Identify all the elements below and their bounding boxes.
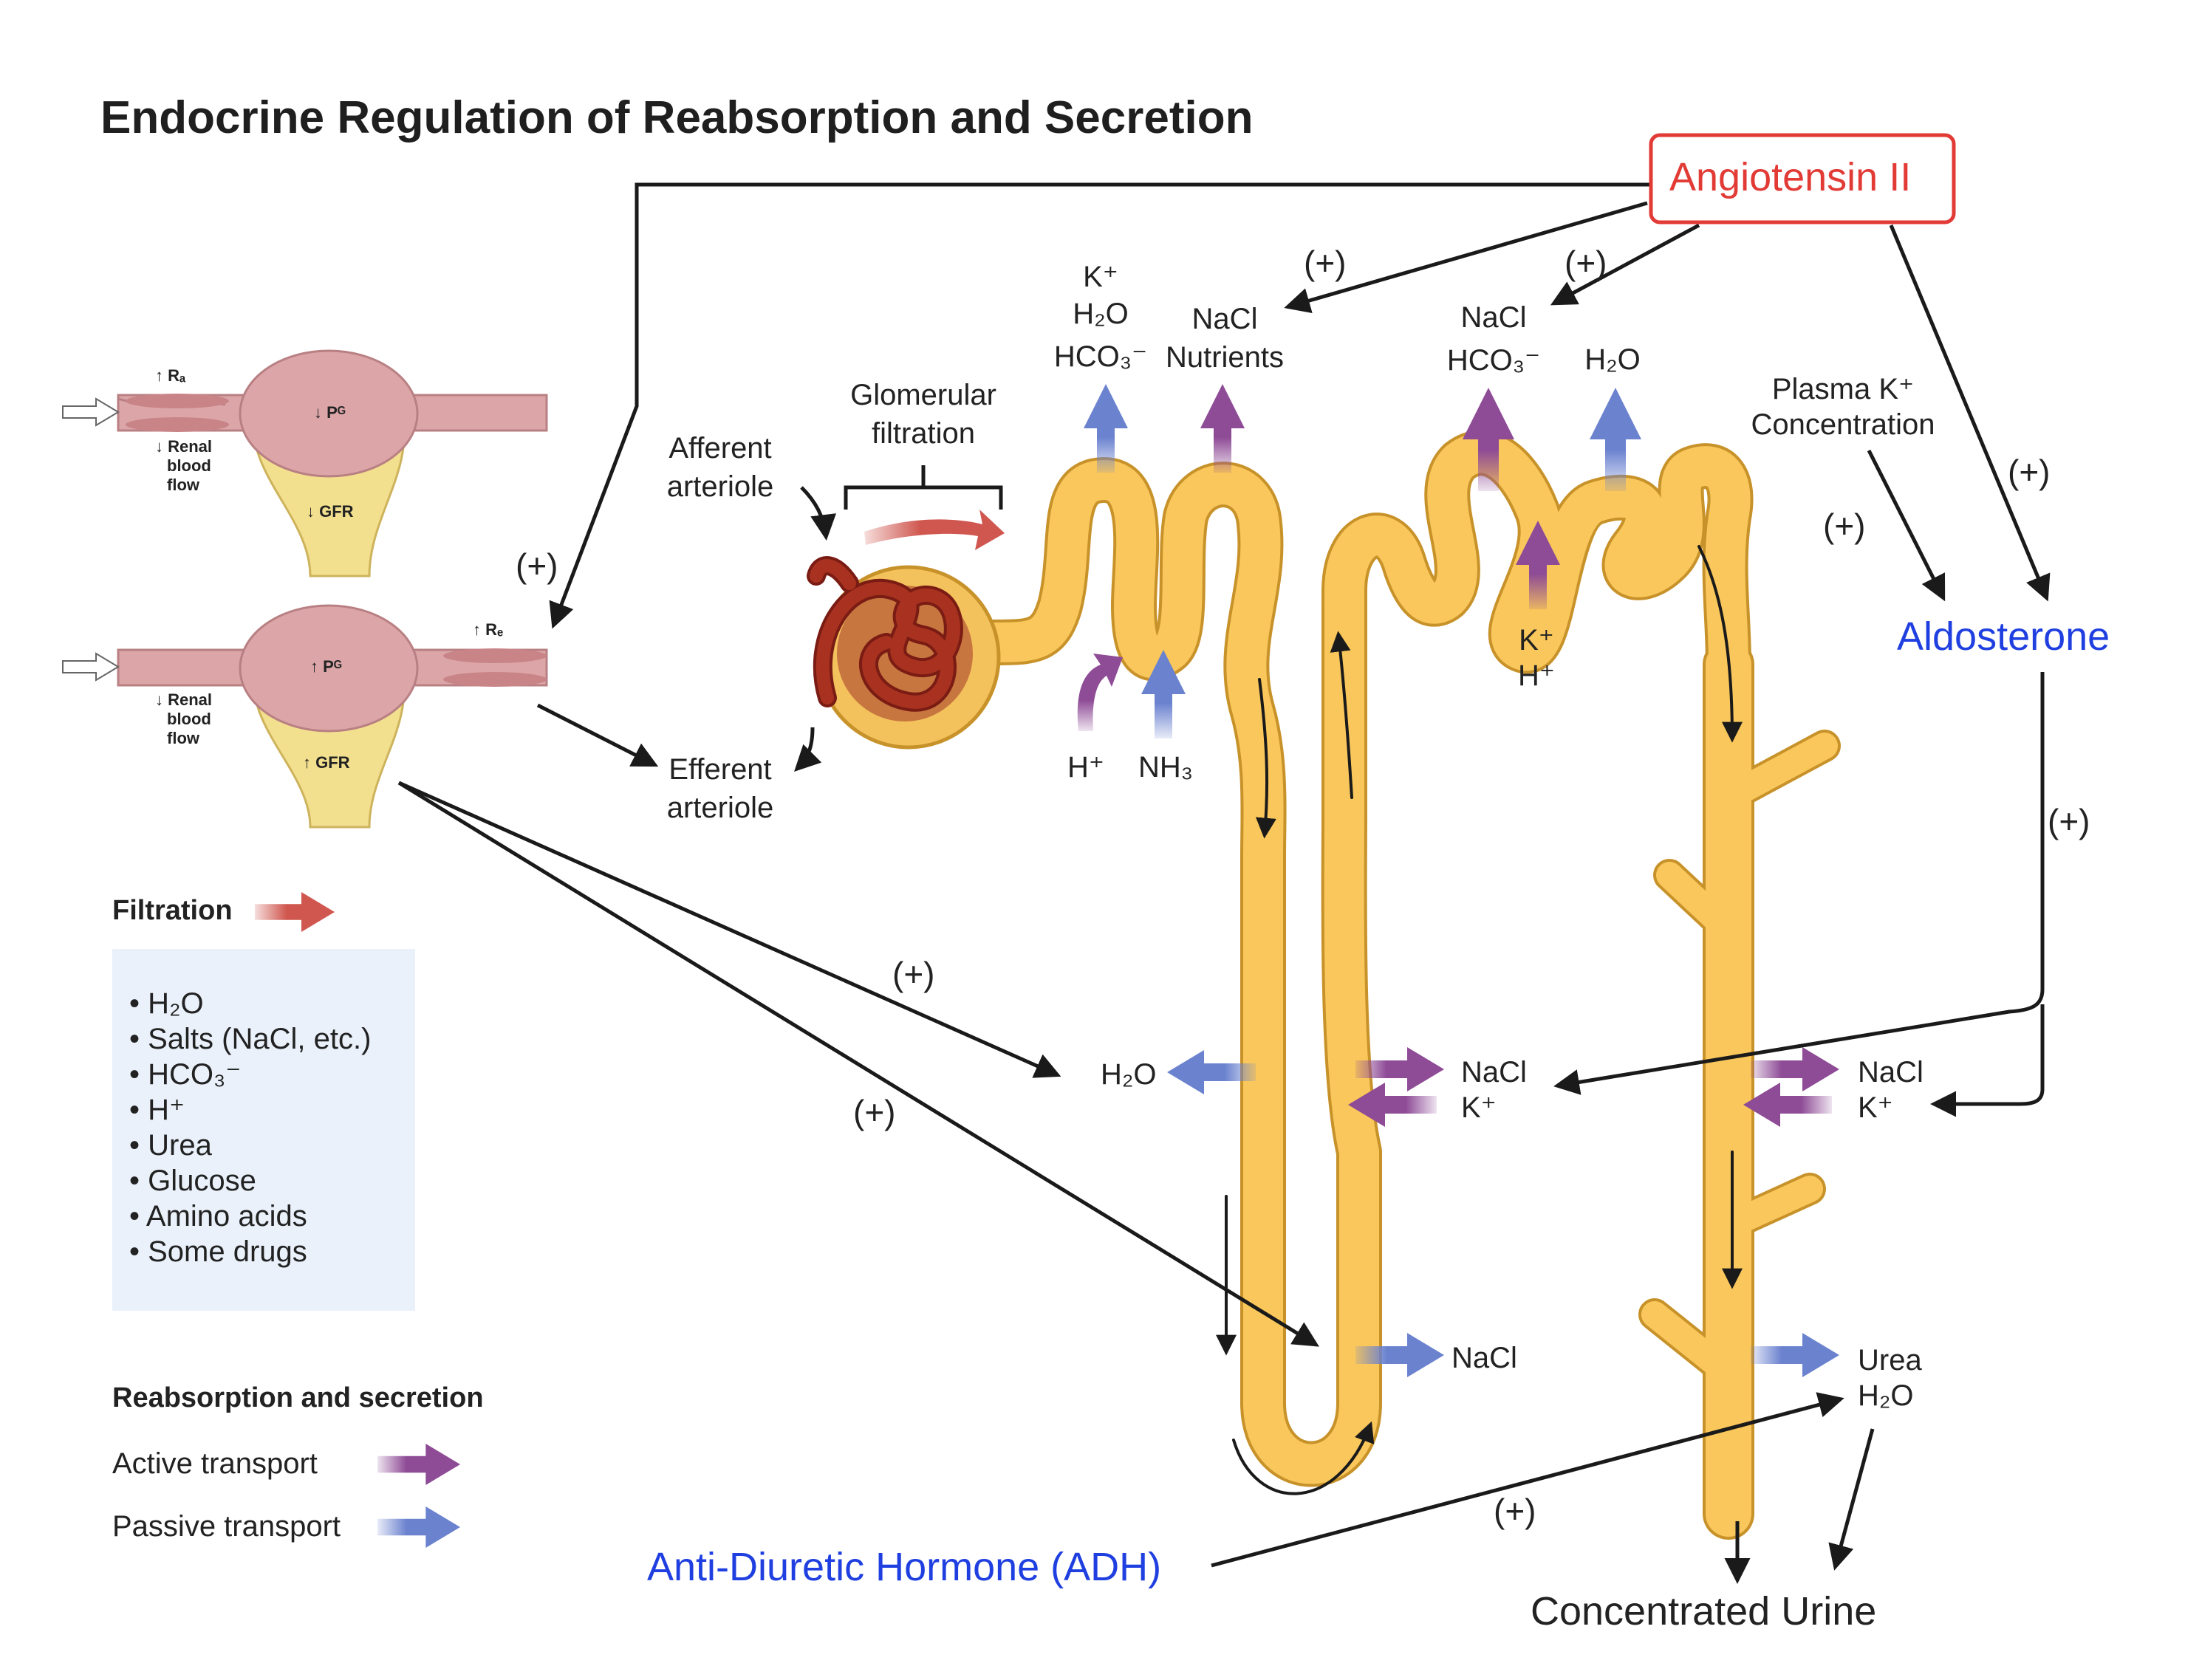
aldosterone-to-duct-line (1930, 1004, 2045, 1117)
angiotensin-to-pct-line (1284, 201, 1648, 314)
duct-to-urine-line (1828, 1428, 1875, 1571)
active-transport-legend-arrow (377, 1444, 460, 1485)
pg-label-bottom: ↑ Pᴳ (310, 657, 342, 676)
adh-to-duct-line (1211, 1392, 1844, 1568)
plus-sign: (+) (1823, 507, 1866, 545)
filtrate-item: • HCO₃⁻ (129, 1058, 241, 1091)
plus-sign: (+) (1565, 244, 1607, 282)
ra-label: ↑ Rₐ (155, 366, 186, 385)
renal-flow-label-bottom: ↓ Renal (155, 690, 212, 709)
passive-transport-label: Passive transport (112, 1510, 341, 1543)
plus-signs: (+) (+) (+) (+) (+) (+) (+) (+) (+) (516, 244, 2090, 1530)
aldosterone-label: Aldosterone (1897, 614, 2110, 659)
plasma-k-label: Plasma K⁺Concentration (1751, 373, 1935, 441)
gfr-to-loop-water-line (397, 781, 1061, 1078)
filtrate-item: • Salts (NaCl, etc.) (129, 1023, 371, 1055)
inflow-arrow-top (62, 397, 120, 427)
dct-water-arrow (1590, 388, 1641, 491)
efferent-connector-line (536, 703, 659, 767)
gfr-label-top: ↓ GFR (307, 502, 354, 521)
renal-flow-label-top-2: blood (167, 456, 211, 475)
plus-sign: (+) (1494, 1492, 1536, 1530)
filtration-legend-title: Filtration (112, 895, 233, 926)
plus-sign: (+) (892, 955, 935, 993)
angiotensin-label: Angiotensin II (1669, 155, 1911, 199)
renal-flow-label-bottom-3: flow (167, 729, 200, 747)
nh3-label: NH₃ (1138, 751, 1193, 784)
duct-urea-arrow (1751, 1333, 1839, 1377)
filtration-legend-arrow (255, 892, 335, 932)
concentrated-urine-label: Concentrated Urine (1531, 1589, 1876, 1633)
passive-transport-legend-arrow (377, 1506, 460, 1548)
nh3-arrow (1141, 650, 1186, 738)
regulation-lines (397, 182, 2051, 1584)
renal-flow-label-bottom-2: blood (167, 710, 211, 728)
glomerulus-panel-bottom: ↑ Rₑ ↑ Pᴳ ↓ Renal blood flow ↑ GFR (62, 604, 548, 829)
gfr-label-bottom: ↑ GFR (303, 753, 350, 772)
dct-reabsorption-arrow (1463, 388, 1514, 491)
renal-flow-label-top-3: flow (167, 476, 200, 494)
pct-reabsorption-arrow (1200, 384, 1245, 473)
nephron-tubule (967, 430, 1841, 1540)
filtrate-item: • Some drugs (129, 1235, 307, 1268)
angiotensin-to-dct-line (1550, 223, 1700, 306)
transport-arrows (1077, 384, 1839, 1377)
angiotensin-box: Angiotensin II (1649, 133, 1956, 224)
angiotensin-to-efferent-line (549, 182, 1651, 629)
plus-sign: (+) (1304, 244, 1347, 282)
dct-secretion-arrow (1516, 521, 1560, 609)
afferent-pointer (800, 486, 837, 541)
filtrate-box (112, 949, 415, 1311)
renal-flow-label-top: ↓ Renal (155, 437, 212, 456)
pg-label-top: ↓ Pᴳ (314, 403, 346, 422)
glomerulus-capsule-top (239, 349, 419, 478)
duct-nacl-out-arrow (1751, 1047, 1839, 1091)
filtrate-item: • Urea (129, 1129, 213, 1162)
dct-water-label: H₂O (1584, 343, 1641, 376)
gfr-to-thin-nacl-line (397, 781, 1319, 1347)
dct-secreted-label: K⁺H⁺ (1518, 624, 1555, 692)
angiotensin-to-aldosterone-line (1889, 224, 2051, 602)
efferent-pointer (794, 727, 822, 772)
reabsorption-legend-title: Reabsorption and secretion (112, 1382, 484, 1413)
page-title: Endocrine Regulation of Reabsorption and… (100, 92, 1253, 143)
plus-sign: (+) (516, 546, 558, 585)
inflow-arrow-bottom (62, 652, 120, 682)
filtrate-item: • Amino acids (129, 1200, 307, 1232)
plus-sign: (+) (2008, 453, 2051, 491)
glomerulus-panel-top: ↑ Rₐ ↓ Pᴳ ↓ Renal blood flow ↓ GFR (62, 349, 548, 577)
filtrate-item: • H₂O (129, 987, 204, 1020)
filtrate-item: • Glucose (129, 1165, 256, 1197)
filtration-arrow (864, 510, 1005, 550)
legend: Filtration • H₂O• Salts (NaCl, etc.)• HC… (112, 892, 484, 1548)
filtrate-item: • H⁺ (129, 1094, 185, 1126)
filtrate-list: • H₂O• Salts (NaCl, etc.)• HCO₃⁻• H⁺• Ur… (129, 987, 371, 1268)
glomerulus-capsule-bottom (239, 604, 419, 733)
loop-thin-nacl-label: NaCl (1451, 1342, 1517, 1374)
glomerular-filtration-bracket (844, 465, 1003, 510)
pct-secretion-arrow (1084, 384, 1128, 473)
aldosterone-to-loop-line (1553, 672, 2045, 1095)
active-transport-label: Active transport (112, 1447, 318, 1480)
plus-sign: (+) (2048, 802, 2090, 840)
adh-label: Anti-Diuretic Hormone (ADH) (647, 1545, 1161, 1589)
h-secretion-arrow (1077, 654, 1123, 731)
duct-k-in-arrow (1743, 1083, 1832, 1127)
plus-sign: (+) (853, 1093, 896, 1131)
bowmans-capsule (807, 510, 1005, 750)
loop-water-label: H₂O (1101, 1058, 1157, 1091)
re-label: ↑ Rₑ (473, 620, 503, 639)
plasma-k-to-aldosterone-line (1867, 449, 1946, 602)
h-label: H⁺ (1067, 751, 1104, 784)
